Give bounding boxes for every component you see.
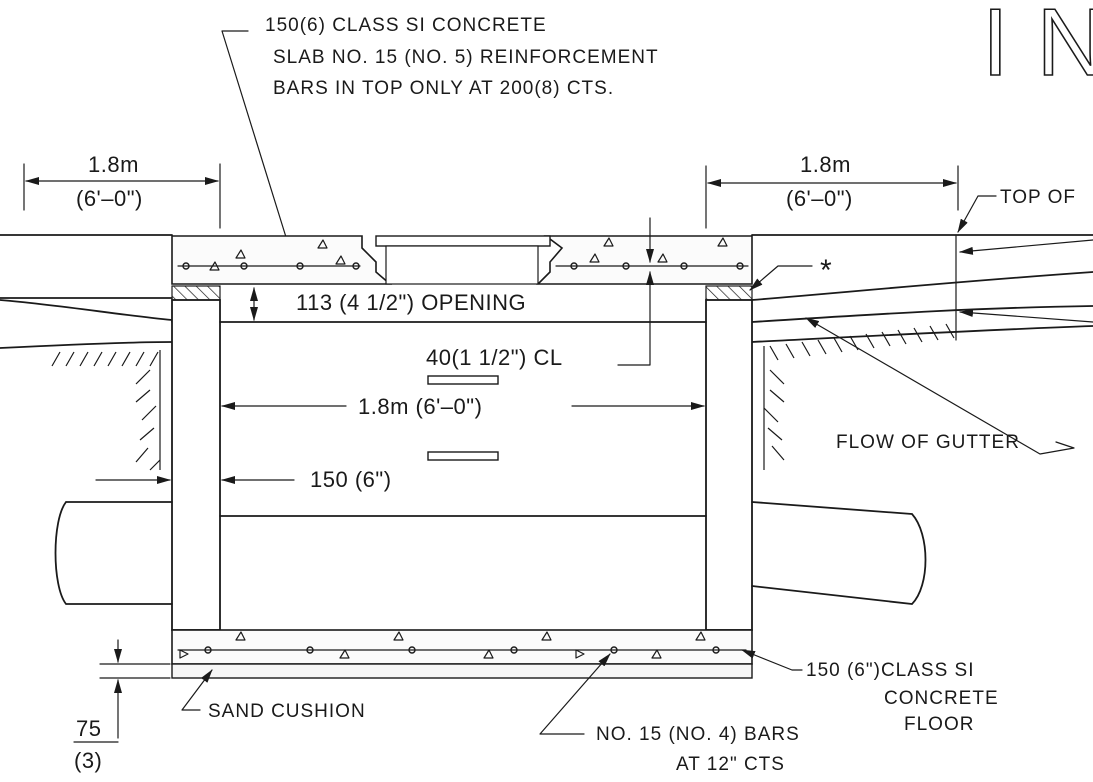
- bars-note-line2: AT 12" CTS: [676, 754, 785, 775]
- left-dim-metric: 1.8m: [88, 152, 139, 177]
- left-pavement: [0, 234, 173, 349]
- left-wall: [171, 299, 221, 631]
- inner-width-label: 1.8m (6'–0"): [358, 394, 482, 419]
- floor-slab: [171, 629, 753, 665]
- bearing-pad-left: [171, 285, 221, 301]
- cushion-dim-in: (3): [74, 748, 102, 773]
- sand-cushion-leader: [181, 669, 213, 711]
- soil-hatch-right: [763, 323, 955, 470]
- cushion-dim-mm: 75: [76, 716, 101, 741]
- floor-leader: [741, 649, 803, 671]
- sand-cushion-layer: [171, 663, 753, 679]
- right-pipe: [751, 501, 927, 605]
- opening-label: 113 (4 1/2") OPENING: [296, 290, 526, 315]
- grate-recess: [385, 245, 539, 285]
- floor-aggregate-marks: [179, 631, 706, 659]
- top-of-leader: [957, 195, 997, 233]
- bars-note-line1: NO. 15 (NO. 4) BARS: [596, 724, 800, 745]
- right-arrow-upper: [959, 239, 1093, 255]
- grate-bar-upper: [427, 375, 499, 385]
- right-wall: [705, 299, 753, 631]
- grate-frame: [375, 235, 551, 247]
- asterisk-mark: *: [820, 254, 832, 287]
- clear-cover-leader: [617, 271, 654, 366]
- floor-rebar-dots: [204, 646, 720, 654]
- floor-note-line2: CONCRETE: [884, 688, 999, 709]
- bars-leader: [539, 653, 611, 735]
- grate-bar-lower: [427, 451, 499, 461]
- floor-note-line1: 150 (6")CLASS SI: [806, 660, 974, 681]
- slab-note-line2: SLAB NO. 15 (NO. 5) REINFORCEMENT: [273, 47, 659, 68]
- left-dim-imperial: (6'–0"): [76, 186, 143, 211]
- top-of-label: TOP OF: [1000, 187, 1076, 208]
- sand-cushion-label: SAND CUSHION: [208, 701, 366, 722]
- top-slab-right: [536, 235, 753, 285]
- right-pavement: [751, 234, 1093, 343]
- slab-note-line1: 150(6) CLASS SI CONCRETE: [265, 15, 547, 36]
- right-arrow-lower: [959, 308, 1093, 323]
- top-slab-left: [171, 235, 393, 285]
- slab-aggregate-marks: [209, 237, 728, 271]
- bearing-pad-right: [705, 285, 753, 301]
- right-dim-imperial: (6'–0"): [786, 186, 853, 211]
- slab-note-line3: BARS IN TOP ONLY AT 200(8) CTS.: [273, 78, 614, 99]
- clear-cover-label: 40(1 1/2") CL: [426, 345, 563, 370]
- flow-of-gutter-label: FLOW OF GUTTER: [836, 432, 1020, 453]
- soil-hatch-left: [51, 350, 161, 471]
- asterisk-leader: [749, 265, 813, 291]
- left-pipe: [54, 501, 173, 605]
- slab-rebar-dots: [182, 262, 744, 270]
- floor-note-line3: FLOOR: [904, 714, 974, 735]
- right-dim-metric: 1.8m: [800, 152, 851, 177]
- flow-of-gutter-leader: [805, 317, 1075, 455]
- wall-thickness-label: 150 (6"): [310, 467, 392, 492]
- drawing-title-fragment: INL: [982, 0, 1093, 96]
- slab-leader: [221, 30, 291, 251]
